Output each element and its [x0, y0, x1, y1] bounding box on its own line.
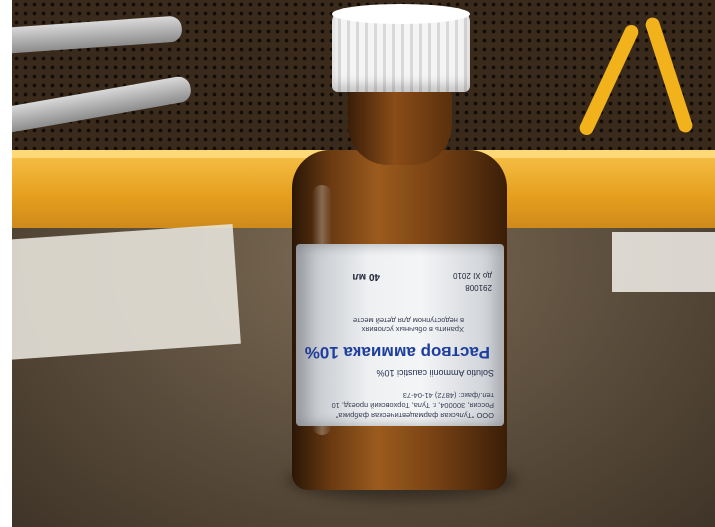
photo: ООО "Тульская фармацевтическая фабрика" …	[12, 0, 715, 527]
label-address: Россия, 300004, г. Тула, Торховский прое…	[331, 401, 494, 410]
label-storage-line1: Хранить в обычных условиях	[361, 325, 464, 334]
label-storage-line2: в недоступном для детей месте	[353, 316, 464, 325]
label-upside-down-content: ООО "Тульская фармацевтическая фабрика" …	[296, 244, 504, 426]
label-manufacturer: ООО "Тульская фармацевтическая фабрика"	[335, 411, 494, 420]
paper-sheet-left	[12, 223, 241, 361]
label-expiry: до XI 2010	[453, 271, 492, 280]
label-latin-name: Solutio Ammonii caustici 10%	[376, 368, 494, 378]
bottle-neck	[348, 85, 452, 165]
label-phone: тел./факс: (4872) 41-04-73	[402, 391, 494, 400]
paper-sheet-right	[612, 232, 715, 292]
bottle-label: ООО "Тульская фармацевтическая фабрика" …	[296, 244, 504, 426]
label-title: Раствор аммиака 10%	[304, 343, 490, 362]
bottle-cap-top	[332, 4, 470, 24]
label-lot-number: 291008	[465, 283, 492, 292]
label-volume: 40 мл	[352, 271, 380, 282]
